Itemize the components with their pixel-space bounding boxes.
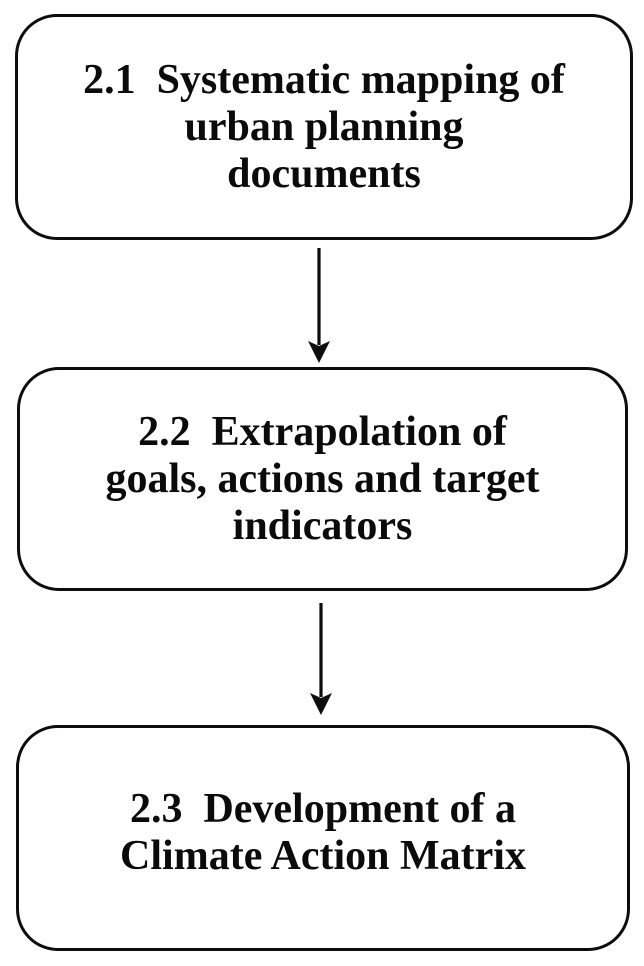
node-text-line: 2.1 Systematic mapping of xyxy=(83,56,565,103)
arrow-head-icon xyxy=(310,693,332,715)
node-text-line: 2.3 Development of a xyxy=(129,786,517,832)
arrow-down-connector xyxy=(310,603,332,715)
node-text-line: Climate Action Matrix xyxy=(120,833,526,879)
flow-node-step-2-3: 2.3 Development of a Climate Action Matr… xyxy=(16,725,630,951)
arrow-down-connector xyxy=(308,248,330,363)
flow-node-step-2-2: 2.2 Extrapolation of goals, actions and … xyxy=(17,367,628,591)
node-text-line: 2.2 Extrapolation of xyxy=(138,408,507,455)
node-text-line: indicators xyxy=(232,502,413,549)
node-text-line: goals, actions and target xyxy=(105,455,540,502)
flow-node-step-2-1: 2.1 Systematic mapping of urban planning… xyxy=(15,14,633,240)
node-text-line: urban planning xyxy=(184,103,464,150)
arrow-head-icon xyxy=(308,341,330,363)
node-text-line: documents xyxy=(227,150,421,197)
